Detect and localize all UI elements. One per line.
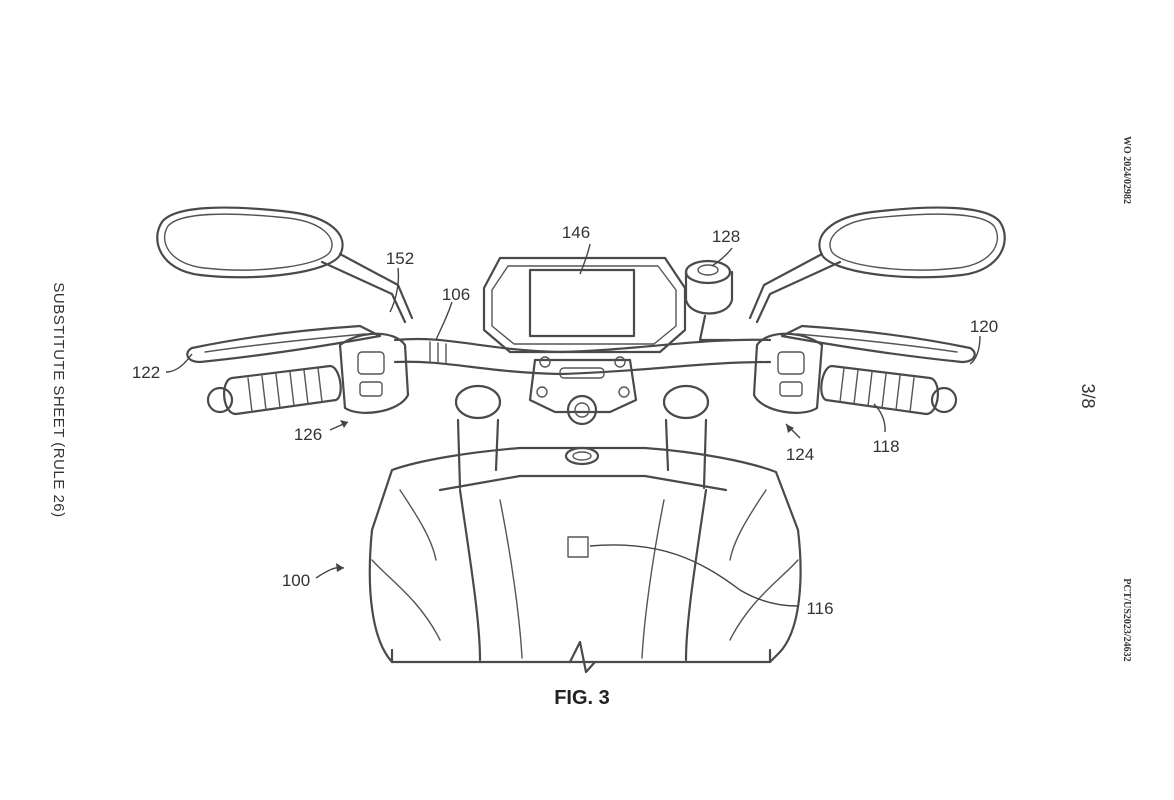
ref-100: 100 [282, 571, 310, 590]
ref-126: 126 [294, 425, 322, 444]
ref-152: 152 [386, 249, 414, 268]
fuel-tank [368, 446, 802, 674]
left-grip [206, 364, 342, 416]
ref-128: 128 [712, 227, 740, 246]
left-lever [186, 324, 382, 364]
margin-left-text: SUBSTITUTE SHEET (RULE 26) [50, 282, 67, 517]
ref-122: 122 [132, 363, 160, 382]
display-cluster [482, 256, 687, 354]
left-switch-housing [338, 332, 410, 414]
right-lever [780, 324, 976, 364]
ref-120: 120 [970, 317, 998, 336]
right-mirror [748, 206, 1006, 324]
fluid-reservoir [684, 259, 734, 342]
sheet-number: 3/8 [1078, 383, 1098, 408]
right-grip [820, 364, 958, 416]
ref-124: 124 [786, 445, 814, 464]
figure-label: FIG. 3 [554, 687, 610, 709]
triple-clamp [454, 356, 710, 490]
ref-118: 118 [872, 437, 899, 456]
ref-116: 116 [806, 599, 833, 618]
margin-right-top-text: WO 2024/02982 [1121, 136, 1132, 204]
right-switch-housing [752, 332, 824, 414]
margin-right-bottom-text: PCT/US2023/24632 [1121, 578, 1132, 661]
leader-lines [165, 243, 981, 607]
left-mirror [156, 206, 414, 324]
ref-146: 146 [562, 223, 590, 242]
ref-106: 106 [442, 285, 470, 304]
